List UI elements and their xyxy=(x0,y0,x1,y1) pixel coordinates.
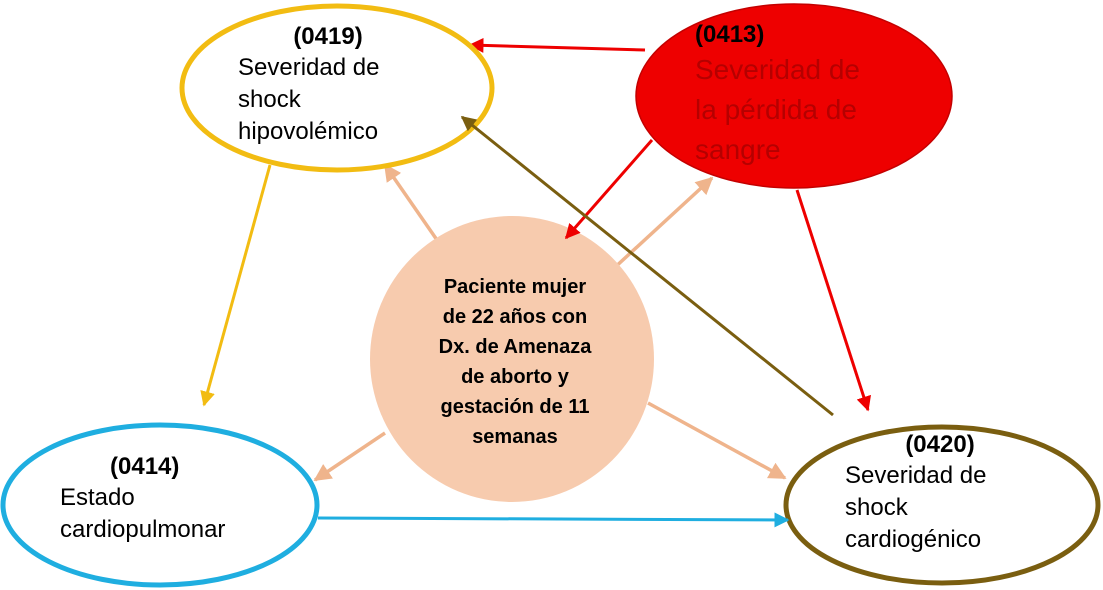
node-0414-line-2: cardiopulmonar xyxy=(60,516,226,543)
center-line-2: de 22 años con xyxy=(442,306,588,328)
node-0413-line-2: la pérdida de xyxy=(695,94,857,125)
nodes-layer xyxy=(0,3,1101,588)
node-0414: (0414) Estado cardiopulmonar xyxy=(60,452,290,546)
center-line-6: semanas xyxy=(472,426,558,448)
node-0419-line-3: hipovolémico xyxy=(238,118,379,145)
edge-center-to-0419 xyxy=(383,163,439,241)
edge-0413-to-0420 xyxy=(795,189,871,412)
edges-top-layer xyxy=(200,115,871,528)
node-0419: (0419) Severidad de shock hipovolémico xyxy=(238,22,458,148)
node-0420-line-3: cardiogénico xyxy=(845,526,982,553)
edge-0413-to-center xyxy=(564,139,654,240)
center-line-1: Paciente mujer xyxy=(443,276,587,298)
edge-0413-to-0419 xyxy=(468,37,646,53)
node-center-shape xyxy=(370,216,654,502)
node-0420-line-2: shock xyxy=(845,494,908,521)
node-0413-code: (0413) xyxy=(695,21,765,48)
node-0419-code: (0419) xyxy=(293,23,363,50)
node-0419-line-1: Severidad de xyxy=(238,54,380,81)
edge-center-to-0420 xyxy=(647,401,787,480)
edges-layer xyxy=(313,37,787,482)
center-line-3: Dx. de Amenaza xyxy=(438,336,592,358)
node-0419-line-2: shock xyxy=(238,86,301,113)
node-0414-line-1: Estado xyxy=(60,484,135,511)
edge-center-to-0414 xyxy=(313,431,386,482)
node-0414-code: (0414) xyxy=(110,453,180,480)
center-node-text: Paciente mujer de 22 años con Dx. de Ame… xyxy=(395,272,635,452)
edge-center-to-0413 xyxy=(610,176,714,272)
node-0413-shape xyxy=(635,3,953,189)
node-0413-line-3: sangre xyxy=(695,134,781,165)
center-line-5: gestación de 11 xyxy=(440,396,590,418)
node-0413: (0413) Severidad de la pérdida de sangre xyxy=(695,20,915,170)
node-0414-shape xyxy=(0,422,320,588)
edge-0420-to-0419 xyxy=(460,115,834,417)
node-0420: (0420) Severidad de shock cardiogénico xyxy=(845,430,1045,556)
node-0413-line-1: Severidad de xyxy=(695,54,861,85)
node-0420-code: (0420) xyxy=(905,431,975,458)
node-0420-line-1: Severidad de xyxy=(845,462,987,489)
edge-0414-to-0420 xyxy=(317,512,790,528)
center-line-4: de aborto y xyxy=(461,366,569,388)
node-0420-shape xyxy=(783,424,1101,586)
node-0419-shape xyxy=(179,3,495,173)
edge-0419-to-0414 xyxy=(200,164,272,407)
